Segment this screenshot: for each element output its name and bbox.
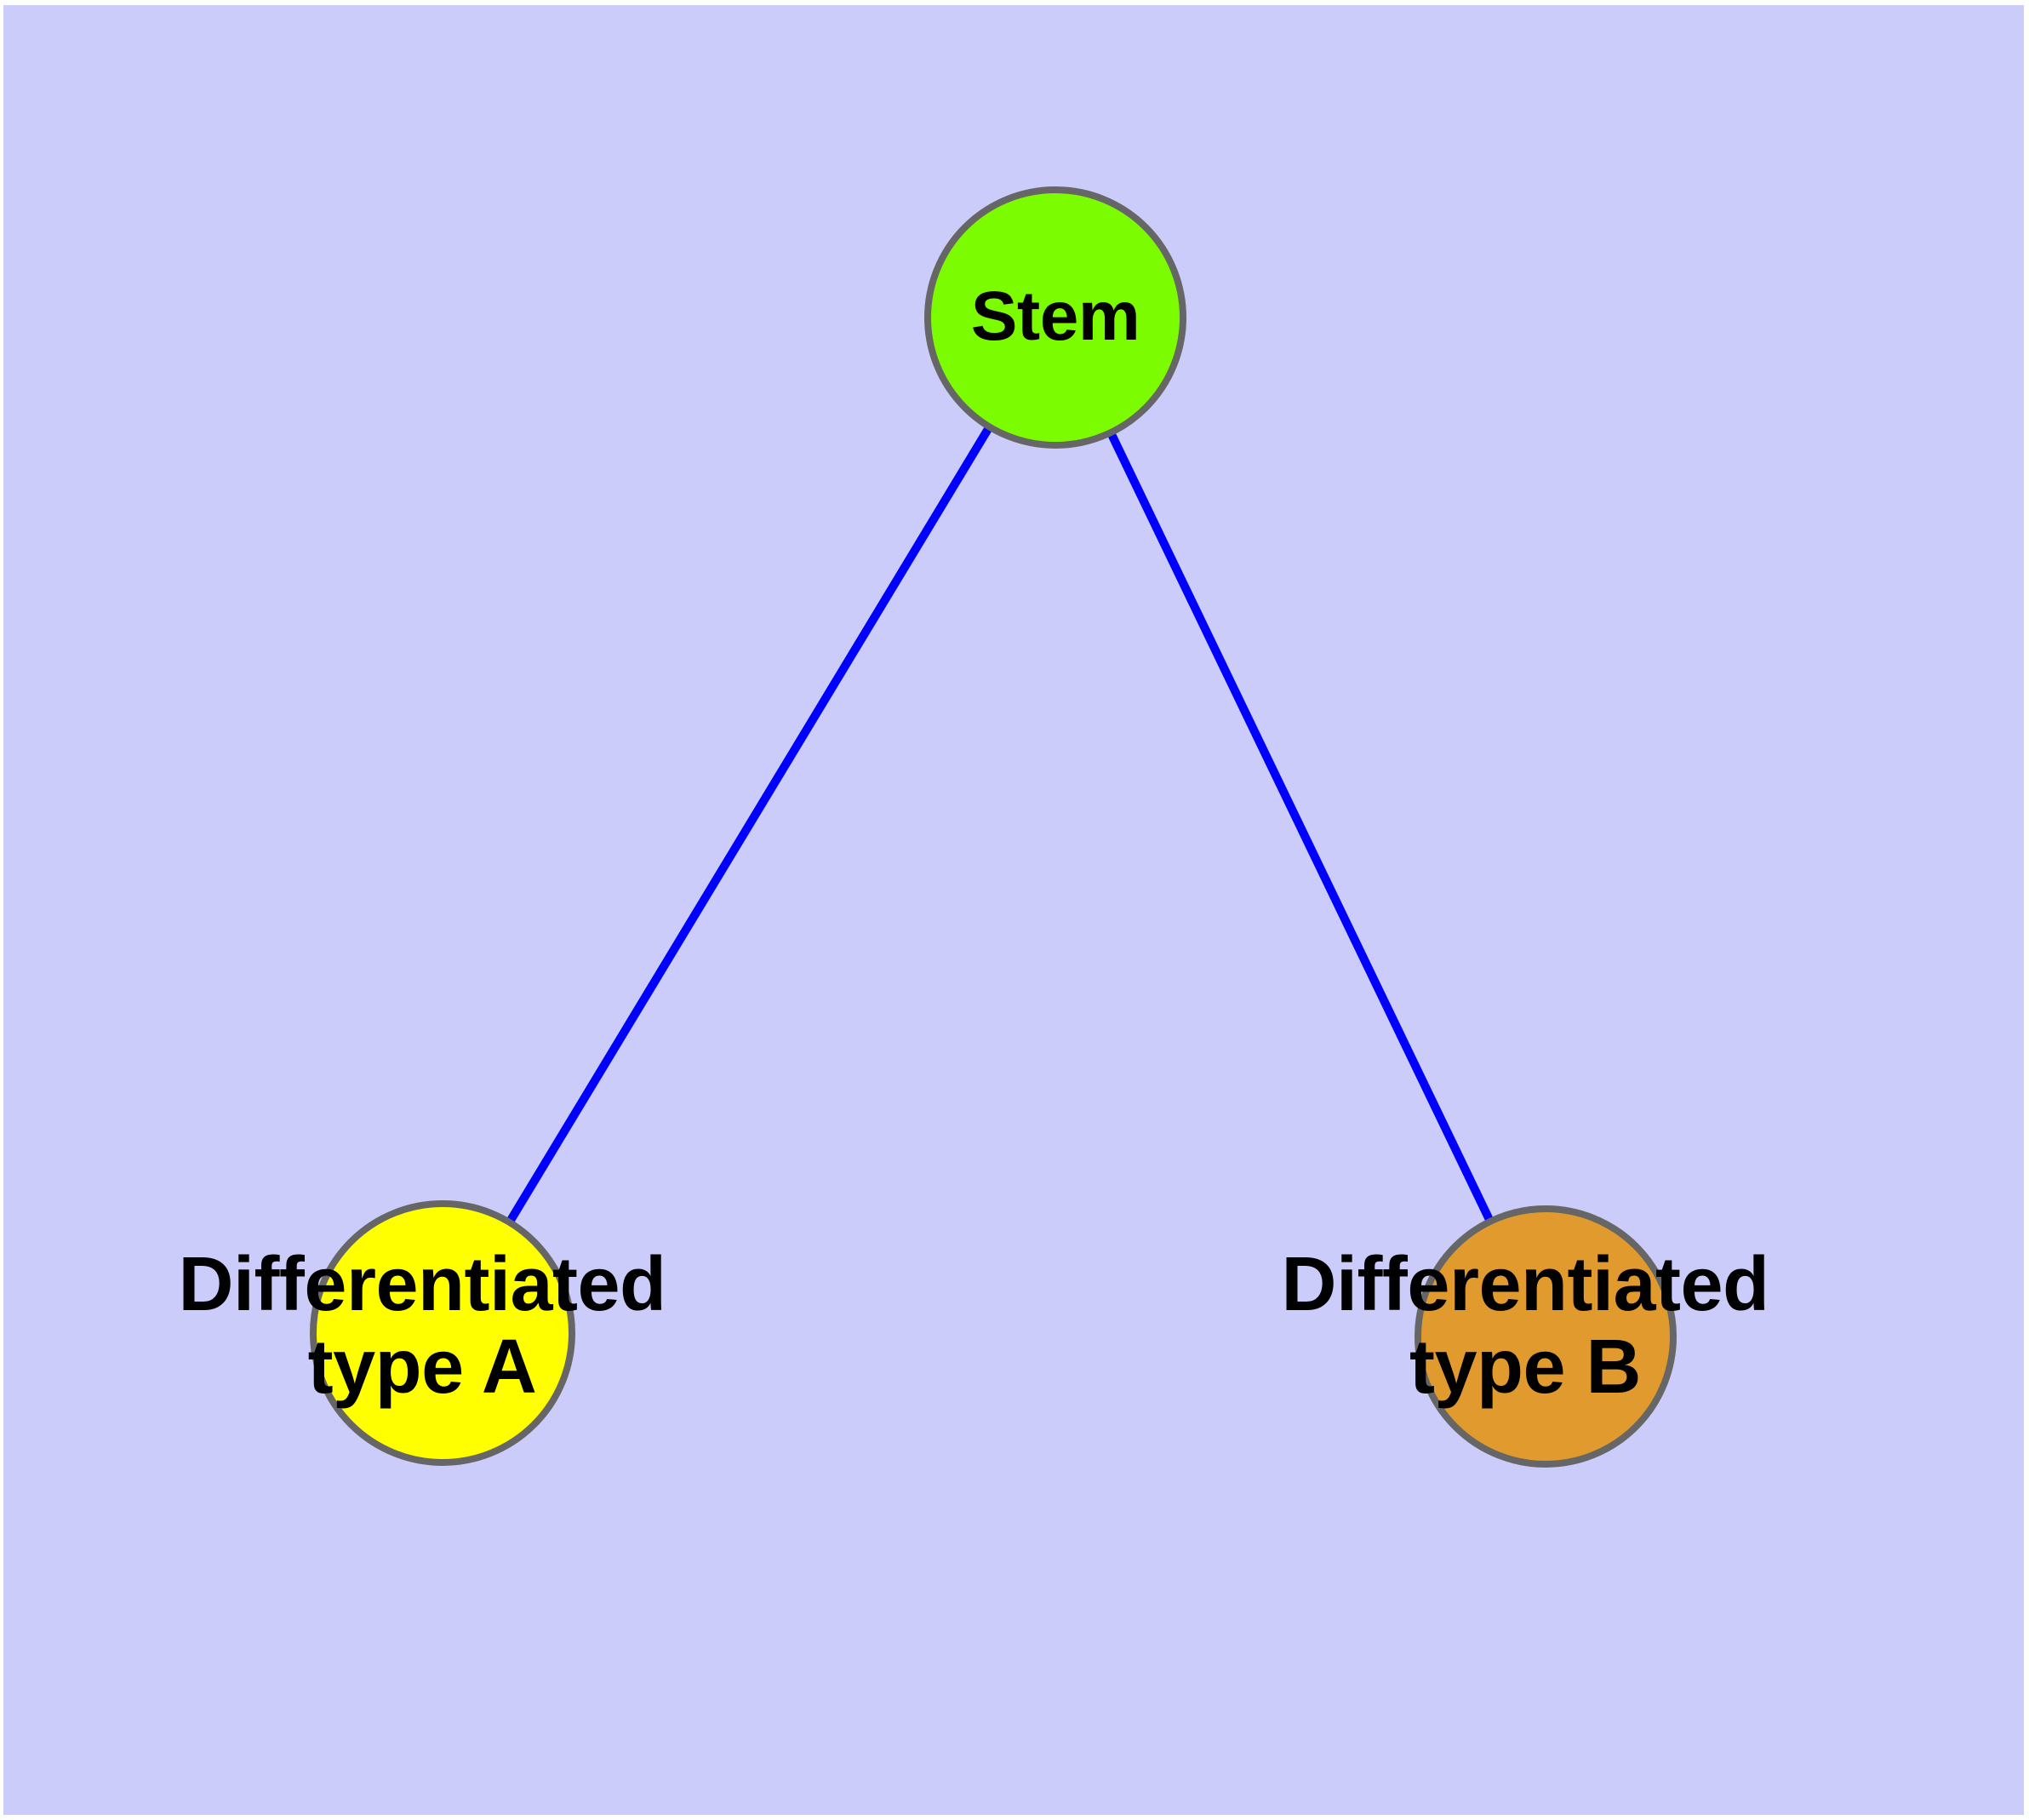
node-differentiated-type-a[interactable] [310,1200,575,1466]
edge-layer [438,315,1550,1339]
node-differentiated-type-b[interactable] [1415,1205,1677,1468]
graph-svg [310,186,1677,1468]
graph-plot-area: Stem Differentiated type A Differentiate… [3,5,2024,1815]
edge-stem-to-differentiated-type-a[interactable] [438,315,1060,1336]
node-stem[interactable] [924,186,1186,449]
edge-stem-to-differentiated-type-b[interactable] [1051,315,1550,1339]
node-layer [310,186,1677,1468]
